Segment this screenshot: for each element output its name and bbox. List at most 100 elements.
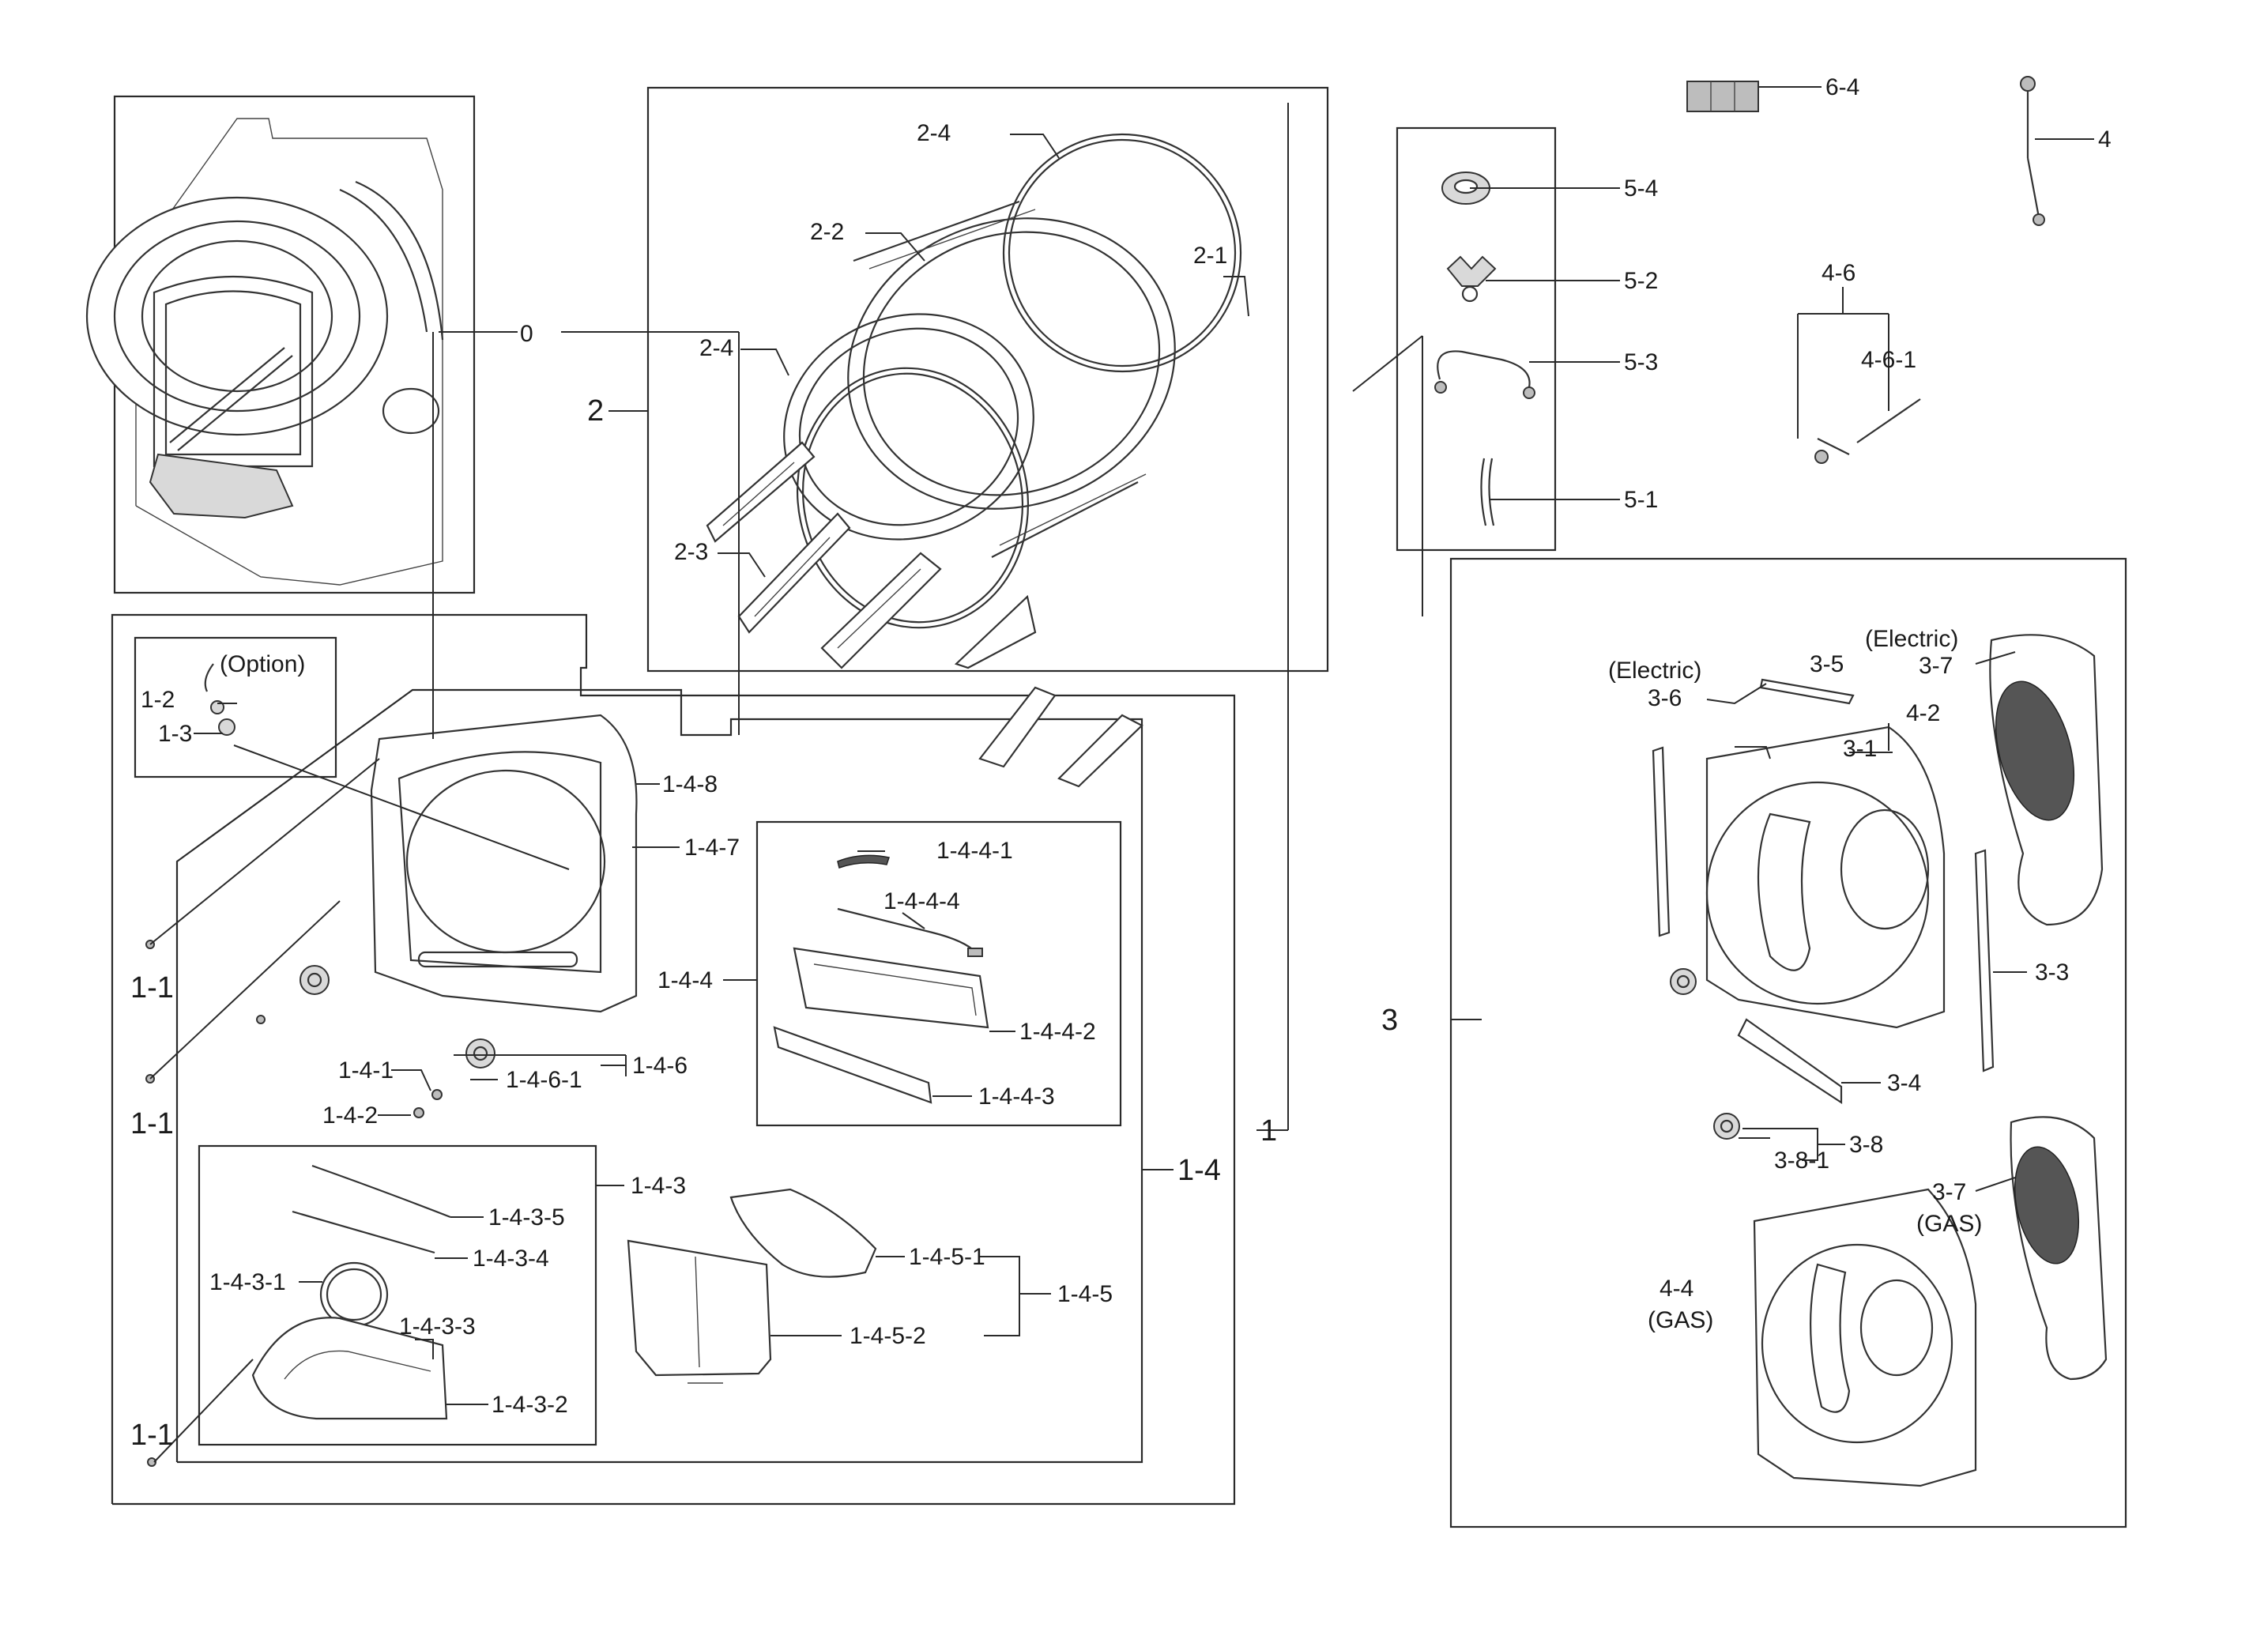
label-1: 1: [1260, 1114, 1277, 1148]
rear-seal-ring-2-4: [1002, 133, 1242, 373]
label-1-1-c: 1-1: [130, 1419, 174, 1452]
strip-1-4-3-5: [311, 1164, 451, 1219]
label-3-8-1: 3-8-1: [1774, 1148, 1829, 1174]
lifter-extra-a: [978, 686, 1057, 768]
hose-5-3: [1434, 350, 1535, 399]
label-1-4-6-1: 1-4-6-1: [506, 1067, 582, 1093]
label-5-1: 5-1: [1624, 487, 1658, 513]
label-3-5: 3-5: [1810, 651, 1844, 677]
wire-1-4-4-4: [837, 907, 983, 957]
bracket-3-5: [1759, 678, 1855, 705]
duct-1-4-4-2: [793, 947, 989, 1029]
label-1-1-b: 1-1: [130, 1107, 174, 1140]
duct-1-4-3-2: [251, 1317, 448, 1420]
label-4-6: 4-6: [1822, 260, 1855, 286]
label-3-1: 3-1: [1843, 736, 1877, 762]
label-3-7-a: 3-7: [1919, 653, 1953, 679]
label-1-3: 1-3: [158, 721, 192, 747]
label-6-4: 6-4: [1825, 74, 1859, 100]
label-1-4-4: 1-4-4: [657, 967, 713, 993]
label-5-3: 5-3: [1624, 349, 1658, 375]
roller-1-4-6: [465, 1038, 495, 1069]
label-1-4-5-2: 1-4-5-2: [850, 1323, 926, 1349]
frame-rear-3: [1449, 557, 2127, 1528]
filter-1-4-5-1: [729, 1188, 877, 1278]
label-electric-a: (Electric): [1608, 658, 1701, 684]
label-1-4-7: 1-4-7: [684, 835, 740, 861]
label-4-6-1: 4-6-1: [1861, 347, 1916, 373]
frame-5: [1396, 126, 1557, 552]
label-1-2: 1-2: [141, 687, 175, 713]
label-2: 2: [587, 394, 604, 428]
label-gas-a: (GAS): [1648, 1307, 1713, 1333]
label-option: (Option): [220, 651, 305, 677]
filter-1-4-5-2: [627, 1239, 772, 1384]
label-3: 3: [1381, 1004, 1398, 1037]
label-3-6: 3-6: [1648, 685, 1682, 711]
label-1-4-2: 1-4-2: [322, 1102, 378, 1129]
duct-3-4: [1737, 1018, 1843, 1105]
housing-1-4-4-3: [773, 1026, 932, 1104]
label-3-3: 3-3: [2035, 959, 2069, 986]
lifter-2-3-a: [706, 441, 816, 543]
hose-5-1: [1480, 458, 1495, 526]
label-1-1-a: 1-1: [130, 971, 174, 1004]
label-1-4: 1-4: [1177, 1154, 1221, 1187]
label-1-4-5: 1-4-5: [1057, 1281, 1113, 1307]
frame-1-4-3: [198, 1144, 597, 1446]
label-1-4-3: 1-4-3: [631, 1173, 686, 1199]
washer-5-4: [1441, 171, 1490, 205]
heater-rail-left: [1652, 746, 1671, 937]
label-3-7-b: 3-7: [1932, 1179, 1966, 1205]
label-1-4-3-1: 1-4-3-1: [209, 1269, 286, 1295]
label-3-4: 3-4: [1887, 1070, 1921, 1096]
lifter-2-3-c: [820, 552, 942, 669]
frame-front-1: [111, 613, 1236, 1506]
label-2-1: 2-1: [1193, 243, 1227, 269]
lifter-extra-b: [1057, 714, 1143, 788]
label-1-4-4-4: 1-4-4-4: [883, 888, 960, 914]
harness-1-4-4-1: [837, 854, 890, 869]
label-4: 4: [2098, 126, 2112, 153]
label-1-4-4-1: 1-4-4-1: [936, 838, 1013, 864]
label-electric-b: (Electric): [1865, 626, 1958, 652]
front-frame-1-4-illustration: [370, 714, 638, 1013]
label-5-2: 5-2: [1624, 268, 1658, 294]
label-2-4-a: 2-4: [917, 120, 951, 146]
roller-3-8: [1670, 968, 1740, 1140]
front-seal-ring-2-4: [796, 367, 1030, 629]
label-1-4-4-2: 1-4-4-2: [1019, 1019, 1096, 1045]
strip-1-4-3-4: [292, 1210, 435, 1254]
part-labels: 0 2-4 2-2 2-1 2-4 2 2-3 (Option) 1-2 1-3…: [130, 74, 2112, 1452]
label-5-4: 5-4: [1624, 175, 1658, 202]
label-2-2: 2-2: [810, 219, 844, 245]
frame-front-frame-1-4: [175, 688, 1143, 1464]
frame-drum-2: [646, 86, 1329, 673]
rear-panel-3-6: [1705, 726, 1946, 1029]
duct-gas-3-7: [2010, 1116, 2108, 1381]
label-gas-b: (GAS): [1916, 1211, 1982, 1237]
label-1-4-3-4: 1-4-3-4: [473, 1246, 549, 1272]
lifter-2-3-b: [737, 512, 851, 634]
seal-1-4-3-1: [319, 1261, 389, 1328]
duct-electric-3-7: [1989, 634, 2104, 926]
leader-lines: [149, 86, 2094, 1463]
heater-rail-3-3: [1974, 849, 1995, 1072]
label-1-4-3-2: 1-4-3-2: [492, 1392, 568, 1418]
part-4-probe: [2020, 76, 2045, 226]
y-connector-5-2: [1446, 255, 1497, 303]
label-0: 0: [520, 321, 533, 347]
label-2-4-b: 2-4: [699, 335, 733, 361]
lifter-2-3-d: [954, 594, 1037, 669]
option-sensor-1-2: [204, 663, 235, 736]
label-1-4-6: 1-4-6: [632, 1053, 688, 1079]
drum-assembly-illustration: [85, 118, 444, 586]
part-6-4: [1686, 81, 1759, 112]
label-1-4-1: 1-4-1: [338, 1057, 394, 1084]
frame-1-4-4: [755, 820, 1122, 1127]
label-2-3: 2-3: [674, 539, 708, 565]
label-3-8: 3-8: [1849, 1132, 1883, 1158]
label-1-4-5-1: 1-4-5-1: [909, 1244, 985, 1270]
frame-option: [134, 636, 337, 778]
